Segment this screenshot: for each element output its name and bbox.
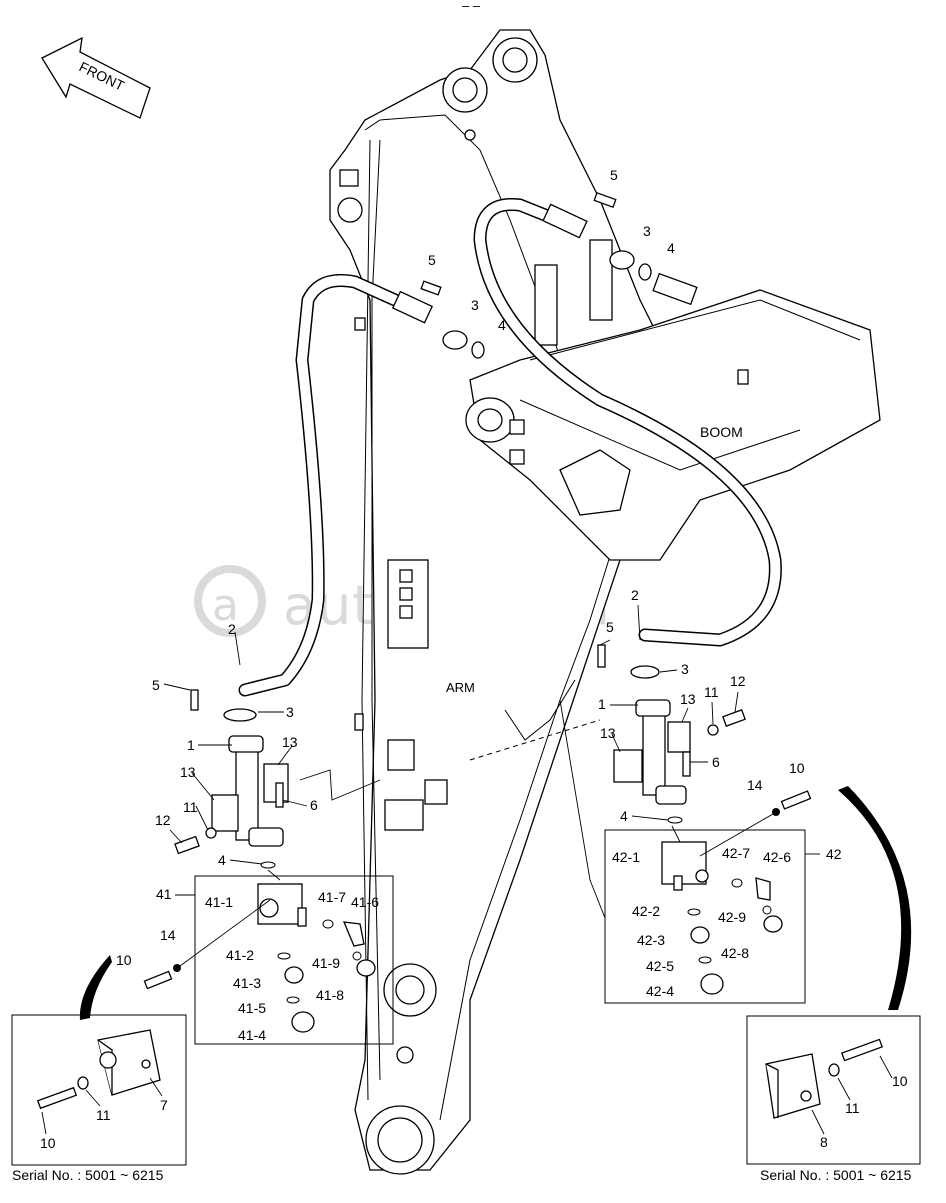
callout-4-top: 4	[498, 317, 506, 333]
swoosh-arrow-right	[838, 786, 912, 1010]
valve-box-41: 41 41-1 41-2 41-3 41-4 41-5 41-6 41-7 41…	[156, 875, 394, 1045]
callout-42-2: 42-2	[632, 903, 660, 919]
top-mark: – –	[462, 0, 481, 13]
callout-4-top-right: 4	[667, 240, 675, 256]
inset-left-callout-10: 10	[40, 1135, 56, 1151]
callout-42-1: 42-1	[612, 849, 640, 865]
inset-right-callout-8: 8	[820, 1134, 828, 1150]
callout-41-7: 41-7	[318, 889, 346, 905]
callout-42-3: 42-3	[637, 932, 665, 948]
callout-41-4: 41-4	[238, 1027, 266, 1043]
callout-42-8: 42-8	[721, 945, 749, 961]
callout-5-top-right: 5	[610, 167, 618, 183]
hose-right	[473, 197, 782, 647]
callout-13b-right: 13	[600, 725, 616, 741]
svg-text:a: a	[212, 580, 240, 631]
callout-3-right: 3	[681, 661, 689, 677]
callout-42-4: 42-4	[646, 983, 674, 999]
callout-4-left: 4	[218, 852, 226, 868]
callout-41-2: 41-2	[226, 947, 254, 963]
callout-12-right: 12	[730, 673, 746, 689]
callout-3-top: 3	[471, 297, 479, 313]
callout-2-left: 2	[228, 621, 236, 637]
callout-14-left: 14	[160, 927, 176, 943]
bolt-right: 10 14	[699, 760, 812, 857]
inset-left-callout-11: 11	[96, 1107, 111, 1123]
pipe-assembly-left: 1 2 3 4 5 6 11 12 13 13	[152, 621, 318, 869]
callout-6-right: 6	[712, 754, 720, 770]
callout-10-left: 10	[116, 952, 132, 968]
callout-1-left: 1	[187, 737, 195, 753]
callout-1-right: 1	[598, 696, 606, 712]
callout-3-top-right: 3	[643, 223, 651, 239]
serial-left: Serial No. : 5001 ~ 6215	[12, 1167, 164, 1183]
hose-left	[238, 274, 402, 697]
callout-5-right: 5	[606, 619, 614, 635]
serial-right: Serial No. : 5001 ~ 6215	[760, 1167, 912, 1183]
callout-13b-left: 13	[180, 764, 196, 780]
inset-left: 10 11 7	[11, 1014, 187, 1166]
callout-11-right: 11	[704, 684, 719, 700]
inset-right-callout-11: 11	[845, 1100, 860, 1116]
callout-42-6: 42-6	[763, 849, 791, 865]
boom-structure: BOOM	[465, 239, 881, 561]
inset-right: 10 11 8	[746, 1015, 921, 1165]
callout-13a-right: 13	[680, 691, 696, 707]
callout-42-9: 42-9	[718, 909, 746, 925]
pipe-assembly-right: 1 2 3 4 5 6 11 12 13 13	[597, 587, 746, 824]
callout-5-left: 5	[152, 677, 160, 693]
callout-42: 42	[826, 846, 842, 862]
valve-box-42: 42 42-1 42-2 42-3 42-4 42-5 42-6 42-7 42…	[604, 829, 842, 1004]
callout-41-1: 41-1	[205, 894, 233, 910]
arm-label: ARM	[446, 680, 475, 695]
callout-41-6: 41-6	[351, 894, 379, 910]
callout-13a-left: 13	[282, 734, 298, 750]
callout-3-left: 3	[286, 704, 294, 720]
callout-42-5: 42-5	[646, 958, 674, 974]
fitting-group-top-right: 5 3 4	[542, 167, 698, 306]
callout-42-7: 42-7	[722, 845, 750, 861]
callout-11-left: 11	[183, 799, 198, 815]
bolt-left: 10 14	[116, 899, 271, 990]
callout-41-8: 41-8	[316, 987, 344, 1003]
callout-41: 41	[156, 886, 172, 902]
callout-5-top: 5	[428, 252, 436, 268]
callout-41-5: 41-5	[238, 1000, 266, 1016]
boom-label: BOOM	[700, 424, 743, 440]
callout-41-3: 41-3	[233, 975, 261, 991]
inset-left-callout-7: 7	[160, 1097, 168, 1113]
callout-6-left: 6	[310, 797, 318, 813]
swoosh-arrow-left	[79, 955, 112, 1020]
callout-10-right: 10	[789, 760, 805, 776]
callout-12-left: 12	[155, 812, 171, 828]
inset-right-callout-10: 10	[892, 1073, 908, 1089]
callout-2-right: 2	[631, 587, 639, 603]
callout-4-right: 4	[620, 808, 628, 824]
callout-41-9: 41-9	[312, 955, 340, 971]
callout-14-right: 14	[747, 777, 763, 793]
front-arrow: FRONT	[41, 36, 151, 119]
fitting-group-top-left: 5 3 4	[391, 252, 506, 359]
